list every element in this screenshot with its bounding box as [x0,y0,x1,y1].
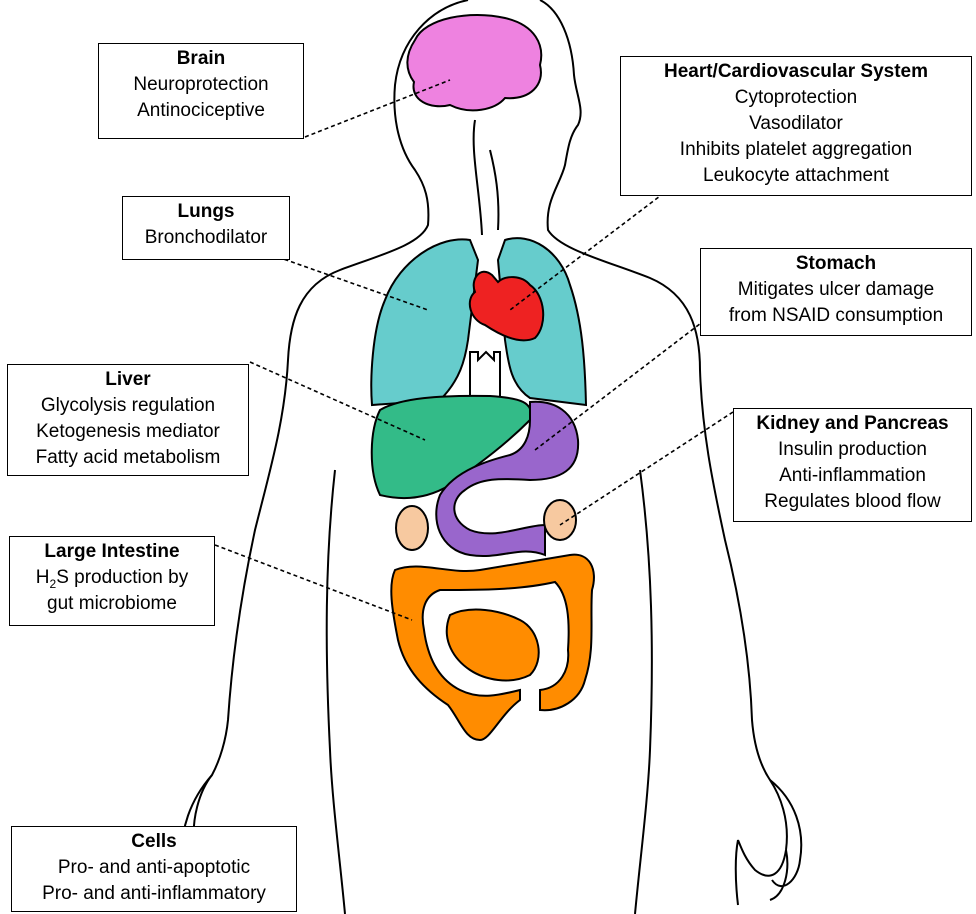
brain-line-1: Neuroprotection [105,72,297,98]
intestine-title: Large Intestine [16,539,208,565]
brain-title: Brain [105,46,297,72]
kidney-title: Kidney and Pancreas [740,411,965,437]
liver-label: Liver Glycolysis regulation Ketogenesis … [7,364,249,476]
liver-title: Liver [14,367,242,393]
hand-right [770,780,801,900]
h2s-suffix: S production by [56,567,188,588]
arm-line-right [635,470,652,914]
heart-line-2: Vasodilator [627,111,965,137]
liver-line-2: Ketogenesis mediator [14,419,242,445]
heart-label: Heart/Cardiovascular System Cytoprotecti… [620,56,972,196]
heart-title: Heart/Cardiovascular System [627,59,965,85]
trachea-fork [470,352,500,400]
cells-line-2: Pro- and anti-inflammatory [18,881,290,907]
liver-line-3: Fatty acid metabolism [14,445,242,471]
brain [407,15,541,110]
stomach-label: Stomach Mitigates ulcer damage from NSAI… [700,248,972,336]
lungs-left [371,239,478,405]
cells-title: Cells [18,829,290,855]
intestine-label: Large Intestine H2S production by gut mi… [9,536,215,626]
kidney-line-3: Regulates blood flow [740,489,965,515]
heart-line-4: Leukocyte attachment [627,163,965,189]
kidney-left [396,506,428,550]
brain-label: Brain Neuroprotection Antinociceptive [98,43,304,139]
stomach-title: Stomach [707,251,965,277]
kidney-label: Kidney and Pancreas Insulin production A… [733,408,972,522]
intestine-line-2: gut microbiome [16,591,208,617]
cells-line-1: Pro- and anti-apoptotic [18,855,290,881]
brain-line-2: Antinociceptive [105,98,297,124]
stomach-line-2: from NSAID consumption [707,303,965,329]
kidney-right [544,500,576,540]
kidney-line-2: Anti-inflammation [740,463,965,489]
heart-line-1: Cytoprotection [627,85,965,111]
lungs-label: Lungs Bronchodilator [122,196,290,260]
h2s-prefix: H [36,567,50,588]
stomach-line-1: Mitigates ulcer damage [707,277,965,303]
trachea [474,120,499,235]
intestine-line-1: H2S production by [16,565,208,591]
liver-line-1: Glycolysis regulation [14,393,242,419]
cells-label: Cells Pro- and anti-apoptotic Pro- and a… [11,826,297,912]
heart-line-3: Inhibits platelet aggregation [627,137,965,163]
kidney-line-1: Insulin production [740,437,965,463]
arm-line-left [327,470,345,914]
lungs-title: Lungs [129,199,283,225]
intestine-coils [447,610,539,681]
lungs-line-1: Bronchodilator [129,225,283,251]
